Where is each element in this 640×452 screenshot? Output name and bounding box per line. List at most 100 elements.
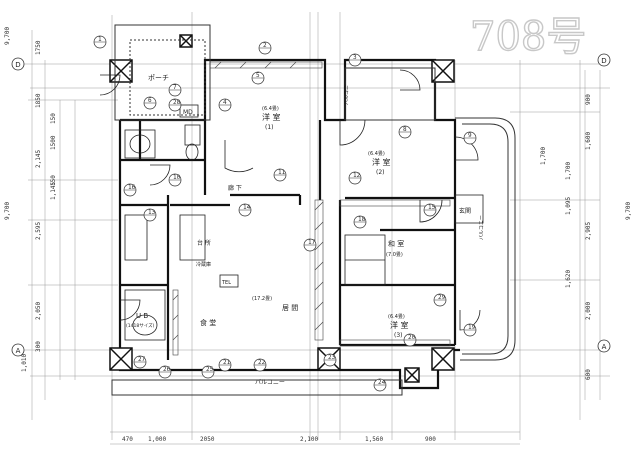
balcony-bottom bbox=[111, 379, 403, 396]
dim-right-8: 1,700 bbox=[540, 147, 547, 165]
toilet-bowl bbox=[185, 143, 199, 161]
dim-left-3: 1500 bbox=[50, 135, 57, 150]
dim-right-1: 1,600 bbox=[585, 132, 592, 150]
dim-left-1: 1850 bbox=[35, 93, 42, 108]
mark-num-25: 26 bbox=[163, 366, 171, 373]
label-ref: 冷蔵庫 bbox=[196, 261, 211, 268]
room-balcony-bottom: バルコニー bbox=[255, 379, 285, 386]
mark-num-4: 5 bbox=[256, 72, 260, 79]
mark-num-17: 18 bbox=[358, 216, 366, 223]
room-japanese-name: 和 室 bbox=[388, 239, 404, 248]
dim-bottom-2: 2050 bbox=[200, 436, 215, 443]
mark-num-13: 14 bbox=[243, 204, 251, 211]
column-2 bbox=[431, 59, 455, 83]
mark-num-14: 15 bbox=[428, 204, 436, 211]
room-western-2-num: (2) bbox=[376, 169, 385, 176]
label-md: MD bbox=[183, 109, 193, 116]
door-japanese bbox=[419, 199, 443, 223]
mark-num-3: 4 bbox=[223, 99, 227, 106]
dim-right-5: 1,620 bbox=[565, 270, 572, 288]
mark-num-0: 1 bbox=[98, 36, 102, 43]
axis-a-right: A bbox=[602, 343, 607, 351]
fixtures bbox=[124, 104, 484, 341]
mark-num-16: 17 bbox=[308, 239, 316, 246]
mark-num-5: 6 bbox=[148, 97, 152, 104]
mark-num-11: 12 bbox=[353, 172, 361, 179]
mark-num-9: 10 bbox=[173, 174, 181, 181]
mark-num-6: 7 bbox=[173, 84, 177, 91]
mark-num-22: 23 bbox=[328, 354, 336, 361]
mark-num-23: 24 bbox=[378, 379, 386, 386]
room-dining: 食 堂 bbox=[200, 318, 216, 327]
dim-left-9: 300 bbox=[35, 341, 42, 352]
mark-num-20: 21 bbox=[223, 359, 231, 366]
room-western-1-size: (6.4畳) bbox=[262, 106, 279, 112]
column-7 bbox=[404, 367, 420, 383]
dim-bottom-1: 1,000 bbox=[148, 436, 166, 443]
column-3 bbox=[109, 347, 133, 371]
unit-bath-box bbox=[124, 289, 166, 341]
mark-num-18: 19 bbox=[468, 324, 476, 331]
mark-num-26: 27 bbox=[138, 356, 146, 363]
balcony-outlines bbox=[111, 24, 516, 396]
dim-left-10: 1,010 bbox=[21, 354, 28, 372]
dim-right-2: 1,700 bbox=[565, 162, 572, 180]
room-western-1-num: (1) bbox=[265, 124, 274, 131]
door-bath bbox=[119, 299, 141, 321]
room-western-3-num: (3) bbox=[394, 332, 403, 339]
room-western-1-name: 洋 室 bbox=[262, 112, 281, 122]
room-japanese-size: (7.0畳) bbox=[386, 252, 403, 258]
dim-left-6: 1,145 bbox=[50, 182, 57, 200]
axis-d-right: D bbox=[601, 57, 606, 65]
door-swings bbox=[99, 69, 481, 331]
storage-unit bbox=[179, 214, 206, 261]
room-entrance: 玄関 bbox=[459, 207, 471, 215]
room-unit-bath-size: (1418サイズ) bbox=[126, 322, 155, 329]
door-balcony-right bbox=[454, 136, 479, 161]
column-5 bbox=[431, 347, 455, 371]
dimensions-right: 9001,6001,7002,9051,0951,6202,0006001,70… bbox=[540, 94, 592, 380]
dim-right-4: 1,095 bbox=[565, 197, 572, 215]
mark-num-19: 20 bbox=[408, 334, 416, 341]
door-western-1 bbox=[224, 140, 254, 173]
dim-left-0: 1750 bbox=[35, 40, 42, 55]
column-6 bbox=[179, 34, 193, 48]
room-kitchen: 台 所 bbox=[197, 239, 211, 247]
room-living-size: (17.2畳) bbox=[252, 296, 272, 302]
unit-number-stamp: 708号 bbox=[469, 13, 587, 60]
dim-right-0: 900 bbox=[585, 94, 592, 105]
column-1 bbox=[109, 59, 133, 83]
dim-left-4: 2,145 bbox=[35, 150, 42, 168]
room-corridor: 廊 下 bbox=[228, 184, 242, 192]
axis-markers: D D A A bbox=[11, 53, 611, 357]
dim-left-2: 150 bbox=[50, 113, 57, 124]
bath-tub bbox=[124, 129, 156, 159]
mark-num-15: 16 bbox=[128, 184, 136, 191]
room-balcony-top: バルコニー bbox=[344, 80, 350, 105]
room-porch: ポーチ bbox=[148, 74, 169, 82]
porch-outline bbox=[114, 24, 211, 121]
room-western-2-name: 洋 室 bbox=[372, 157, 391, 167]
mark-num-24: 25 bbox=[206, 366, 214, 373]
dim-right-6: 2,000 bbox=[585, 302, 592, 320]
room-western-3-name: 洋 室 bbox=[390, 320, 409, 330]
bath-basin bbox=[129, 134, 151, 154]
dim-left-5: 150 bbox=[50, 175, 57, 186]
tel-box bbox=[219, 274, 239, 288]
mark-num-21: 22 bbox=[258, 359, 266, 366]
dim-right-7: 600 bbox=[585, 369, 592, 380]
dim-bottom-5: 900 bbox=[425, 436, 436, 443]
toilet-tank bbox=[184, 124, 201, 146]
mark-num-1: 2 bbox=[263, 42, 267, 49]
mark-num-28: 29 bbox=[438, 294, 446, 301]
dim-bottom-3: 2,100 bbox=[300, 436, 318, 443]
dim-right-total: 9,700 bbox=[625, 202, 632, 220]
room-labels: ポーチ (6.4畳) 洋 室 (1) (6.4畳) 洋 室 (2) 廊 下 和 … bbox=[126, 74, 485, 386]
mark-num-8: 9 bbox=[468, 132, 472, 139]
room-balcony-right: バルコニー bbox=[479, 215, 485, 240]
room-unit-bath: U B bbox=[136, 312, 148, 320]
door-western-2 bbox=[339, 119, 366, 146]
